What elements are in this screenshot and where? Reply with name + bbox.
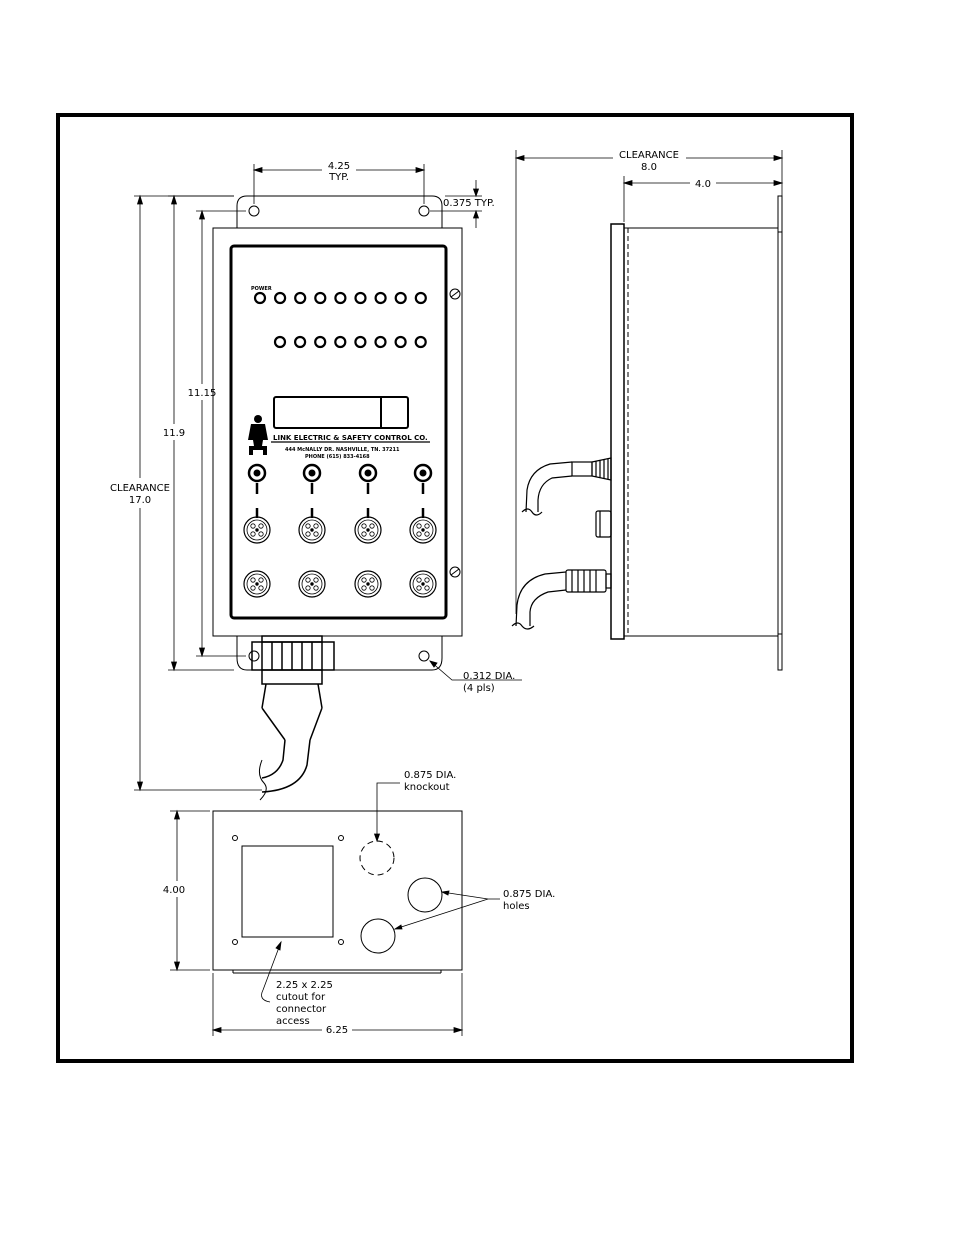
led-indicator	[335, 293, 345, 303]
circular-connector	[244, 517, 270, 543]
side-mounting-flange	[778, 196, 782, 670]
company-address: 444 McNALLY DR. NASHVILLE, TN. 37211	[285, 447, 400, 453]
knockout-label: knockout	[404, 782, 450, 793]
side-view: CLEARANCE 8.0 4.0	[512, 150, 782, 670]
side-cable-lower	[512, 570, 611, 629]
bottom-screw-hole	[233, 836, 238, 841]
side-connector-middle	[596, 511, 611, 537]
cutout-line-4: access	[276, 1016, 310, 1027]
input-jack-row	[249, 465, 431, 494]
cutout-line-2: cutout for	[276, 992, 326, 1003]
display-window	[274, 397, 408, 428]
mounting-hole-top-right	[419, 206, 429, 216]
side-depth-value: 4.0	[695, 179, 711, 190]
connector-row-upper	[244, 508, 436, 543]
cable	[262, 740, 310, 792]
cutout-line-1: 2.25 x 2.25	[276, 980, 333, 991]
bottom-screw-hole	[339, 940, 344, 945]
led-indicator	[255, 293, 265, 303]
circular-connector	[244, 571, 270, 597]
led-indicator	[356, 293, 366, 303]
bottom-height-value: 4.00	[163, 885, 185, 896]
connector-row-lower	[244, 571, 436, 597]
height-inner-value: 11.15	[188, 388, 217, 399]
bottom-view: 0.875 DIA. knockout 0.875 DIA. holes 4.0…	[163, 770, 555, 1036]
front-view: POWER LINK ELECTRIC & SAFETY CONTROL CO.…	[110, 161, 522, 800]
mounting-flange	[237, 196, 442, 670]
led-row-top	[255, 293, 426, 303]
bottom-screw-hole	[233, 940, 238, 945]
hole-circle-left	[361, 919, 395, 953]
front-clearance-label: CLEARANCE	[110, 483, 170, 494]
side-clearance-label: CLEARANCE	[619, 150, 679, 161]
circular-connector	[355, 571, 381, 597]
led-indicator	[396, 337, 406, 347]
hole-offset-value: 0.375 TYP.	[443, 198, 495, 209]
circular-connector	[299, 517, 325, 543]
hole-dia-label: 0.312 DIA.	[463, 671, 515, 682]
company-logo-figure	[248, 415, 268, 455]
knockout-circle	[360, 841, 394, 875]
company-phone: PHONE (615) 833-4168	[305, 454, 370, 460]
bottom-body	[213, 811, 462, 970]
bottom-screw-hole	[339, 836, 344, 841]
led-indicator	[376, 337, 386, 347]
led-indicator	[416, 337, 426, 347]
input-jack	[360, 465, 376, 481]
mounting-hole-bottom-right	[419, 651, 429, 661]
led-row-bottom	[275, 337, 426, 347]
dim-side-clearance	[516, 150, 782, 614]
bottom-width-value: 6.25	[326, 1025, 348, 1036]
connector-cutout	[242, 846, 333, 937]
leader-holes	[395, 891, 500, 929]
leader-knockout	[375, 783, 401, 841]
input-jack	[304, 465, 320, 481]
cable-gland	[252, 636, 334, 740]
led-indicator	[295, 293, 305, 303]
led-indicator	[295, 337, 305, 347]
circular-connector	[410, 517, 436, 543]
height-outer-value: 11.9	[163, 428, 185, 439]
power-label: POWER	[251, 286, 272, 292]
holes-dia-label: 0.875 DIA.	[503, 889, 555, 900]
dim-height-inner	[196, 211, 246, 656]
input-jack	[249, 465, 265, 481]
side-body	[624, 228, 778, 636]
circular-connector	[355, 517, 381, 543]
cutout-line-3: connector	[276, 1004, 327, 1015]
led-indicator	[416, 293, 426, 303]
knockout-dia-label: 0.875 DIA.	[404, 770, 456, 781]
hole-spacing-value: 4.25	[328, 161, 350, 172]
side-cover-plate	[611, 224, 624, 639]
panel-screw-top	[450, 289, 460, 299]
circular-connector	[410, 571, 436, 597]
led-indicator	[355, 337, 365, 347]
side-cable-upper	[522, 458, 611, 515]
side-clearance-value: 8.0	[641, 162, 657, 173]
led-indicator	[275, 337, 285, 347]
led-indicator	[315, 337, 325, 347]
led-indicator	[315, 293, 325, 303]
cable-break-mark	[259, 760, 266, 800]
company-name: LINK ELECTRIC & SAFETY CONTROL CO.	[273, 434, 428, 442]
front-clearance-value: 17.0	[129, 495, 151, 506]
led-indicator	[376, 293, 386, 303]
holes-label: holes	[503, 901, 530, 912]
input-jack	[415, 465, 431, 481]
led-indicator	[335, 337, 345, 347]
hole-count-label: (4 pls)	[463, 683, 495, 694]
led-indicator	[275, 293, 285, 303]
hole-circle-right	[408, 878, 442, 912]
hole-spacing-note: TYP.	[328, 172, 349, 183]
led-indicator	[396, 293, 406, 303]
panel-screw-bottom	[450, 567, 460, 577]
circular-connector	[299, 571, 325, 597]
mounting-hole-top-left	[249, 206, 259, 216]
mounting-hole-bottom-left	[249, 651, 259, 661]
